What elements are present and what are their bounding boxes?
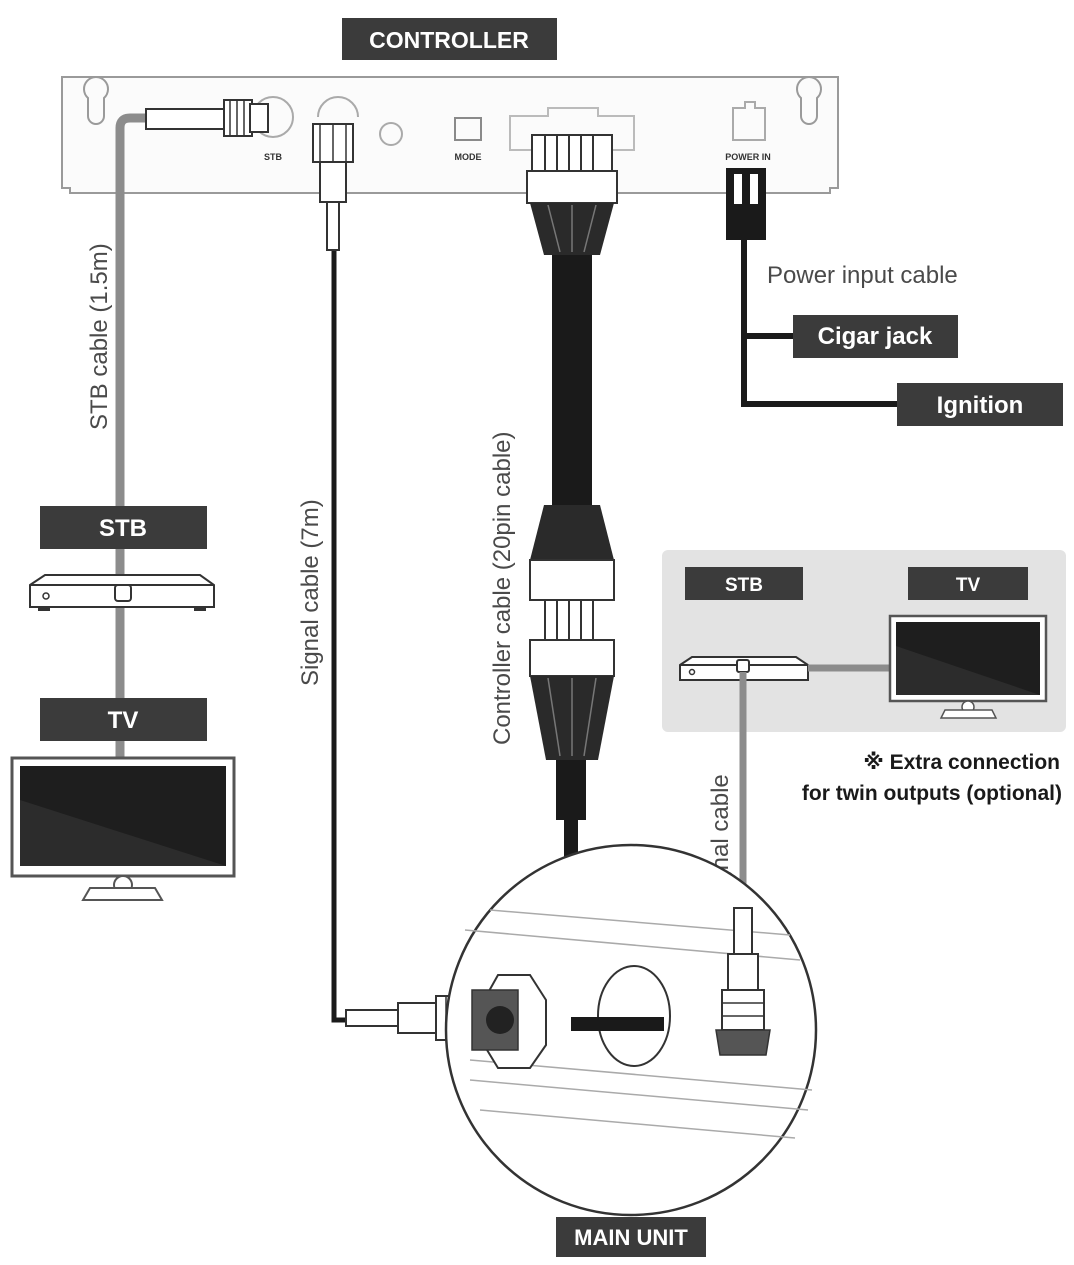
- controller-box: STB MODE POWER IN: [61, 76, 839, 194]
- cigar-jack-label: Cigar jack: [793, 315, 958, 358]
- tv-label: TV: [40, 698, 207, 741]
- cable-entry-hole-icon: [597, 965, 671, 1067]
- set-top-box-icon: [29, 574, 215, 611]
- mounting-hole-icon: [796, 76, 822, 125]
- ignition-label-text: Ignition: [937, 392, 1024, 419]
- controller-label-text: CONTROLLER: [369, 27, 529, 53]
- power-cable-label: Power input cable: [767, 262, 958, 289]
- stb-cable-label: STB cable (1.5m): [86, 243, 113, 430]
- mode-button-icon: [454, 117, 482, 141]
- controller-cable: [526, 134, 664, 1031]
- power-cable: [726, 168, 900, 407]
- stb-cable: [115, 99, 269, 770]
- main-unit-label-text: MAIN UNIT: [574, 1225, 688, 1250]
- extra-tv-label-text: TV: [956, 575, 981, 596]
- mounting-hole-icon: [83, 76, 109, 125]
- extra-stb-label-text: STB: [725, 575, 763, 596]
- tv-label-text: TV: [108, 707, 139, 734]
- cigar-jack-label-text: Cigar jack: [818, 323, 933, 350]
- stb-label: STB: [40, 506, 207, 549]
- extra-note-line1: ※ Extra connection: [863, 751, 1060, 774]
- stb-label-text: STB: [99, 515, 147, 542]
- controller-cable-label: Controller cable (20pin cable): [489, 432, 516, 746]
- extra-stb-label: [685, 567, 803, 600]
- signal-cable: [312, 123, 473, 1041]
- extra-tv-icon: [888, 614, 1048, 719]
- signal-cable-label: Signal cable (7m): [297, 499, 324, 686]
- main-unit-label: MAIN UNIT: [556, 1217, 706, 1257]
- extra-connection-panel: STB TV: [662, 550, 1066, 732]
- mode-port-label: MODE: [455, 152, 482, 162]
- led-indicator-icon: [379, 122, 403, 146]
- ignition-label: Ignition: [897, 383, 1063, 426]
- power-socket-icon: [732, 101, 766, 141]
- tv-icon: [10, 756, 236, 901]
- extra-tv-label: [908, 567, 1028, 600]
- stb-port-label: STB: [264, 152, 283, 162]
- power-in-port-label: POWER IN: [725, 152, 771, 162]
- extra-note-line2: for twin outputs (optional): [802, 782, 1062, 805]
- main-unit-detail: [444, 843, 818, 1217]
- controller-label: CONTROLLER: [342, 18, 557, 60]
